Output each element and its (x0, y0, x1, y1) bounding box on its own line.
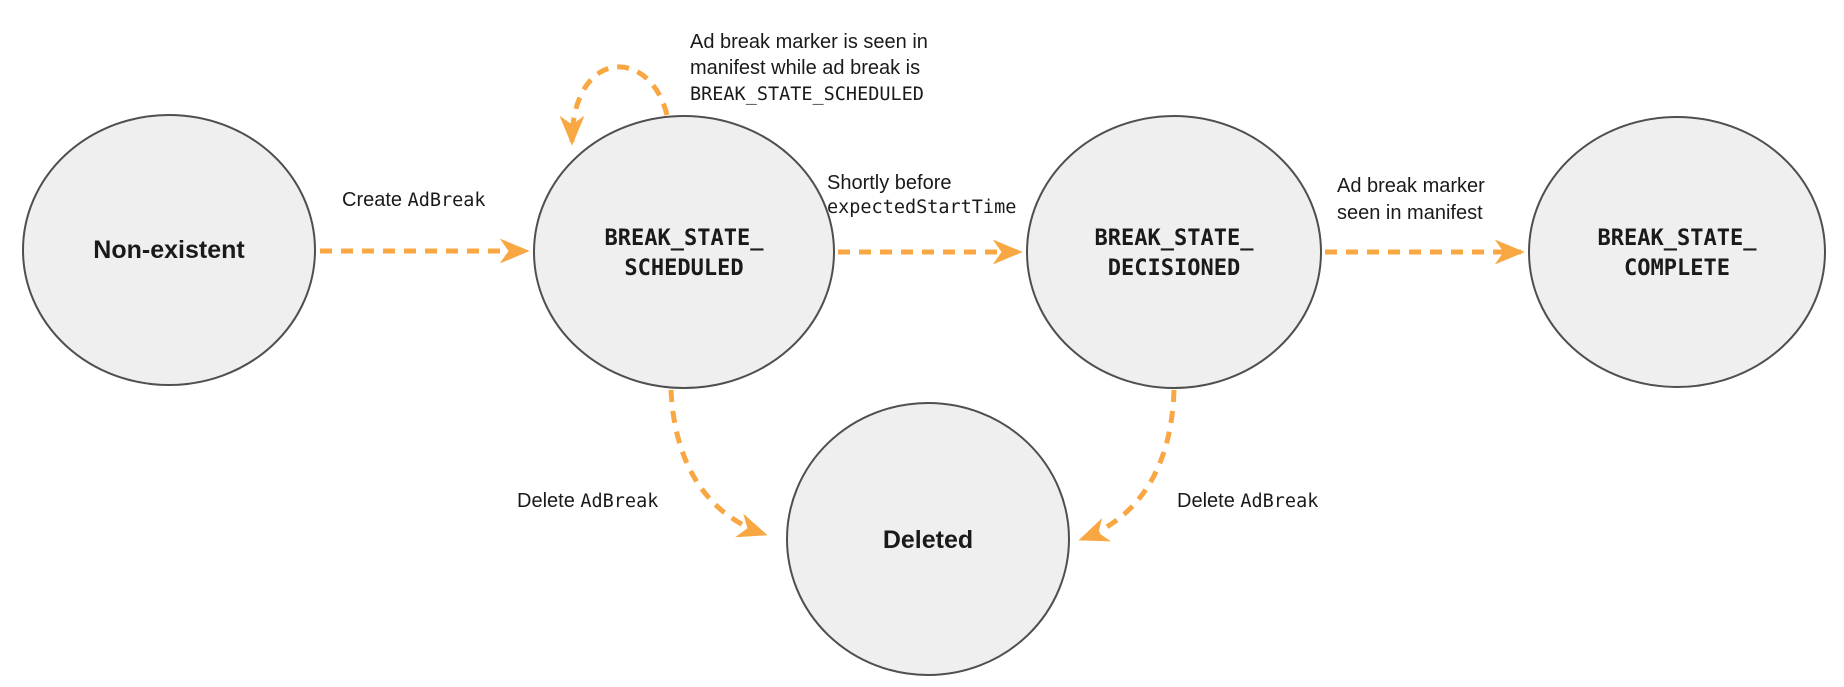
state-node-break-state-decisioned: BREAK_STATE_ DECISIONED (1026, 115, 1322, 389)
state-circle-deleted (786, 402, 1070, 676)
state-circle-break-state-decisioned (1026, 115, 1322, 389)
edge-label-marker-seen: Ad break marker seen in manifest (1337, 175, 1485, 224)
state-circle-break-state-complete (1528, 116, 1826, 388)
state-label-non-existent: Non-existent (93, 236, 245, 264)
state-label-break-state-decisioned-line1: BREAK_STATE_ (1095, 226, 1255, 251)
edge-label-delete-adbreak-right: Delete AdBreak (1177, 490, 1318, 512)
state-circle-non-existent (22, 114, 316, 386)
edge-label-delete-left-code: AdBreak (580, 491, 658, 512)
state-node-deleted: Deleted (786, 402, 1070, 676)
state-label-break-state-scheduled-line2: SCHEDULED (624, 256, 743, 281)
edge-label-self-loop-line1: Ad break marker is seen in (690, 31, 928, 53)
edge-delete-from-decisioned-arrow (1078, 389, 1177, 542)
state-node-break-state-complete: BREAK_STATE_ COMPLETE (1528, 116, 1826, 388)
edge-label-self-loop: Ad break marker is seen in manifest whil… (690, 31, 928, 105)
edge-label-shortly-before-text: Shortly before (827, 172, 952, 194)
state-label-break-state-scheduled-line1: BREAK_STATE_ (605, 226, 765, 251)
state-label-break-state-complete-line2: COMPLETE (1624, 256, 1730, 281)
edge-label-delete-right-text: Delete (1177, 490, 1240, 512)
edge-label-create-text: Create (342, 189, 408, 211)
edge-label-marker-seen-line1: Ad break marker (1337, 175, 1485, 197)
edge-self-loop-arrow (559, 64, 670, 146)
state-label-break-state-decisioned-line2: DECISIONED (1108, 256, 1240, 281)
edge-delete-from-scheduled-arrow (668, 389, 768, 538)
edge-label-shortly-before-code: expectedStartTime (827, 197, 1016, 218)
edge-label-delete-adbreak-left: Delete AdBreak (517, 490, 658, 512)
edge-labels: Create AdBreak Ad break marker is seen i… (342, 31, 1485, 512)
state-label-break-state-complete-line1: BREAK_STATE_ (1598, 226, 1758, 251)
edges (320, 64, 1525, 542)
edge-label-self-loop-line2: manifest while ad break is (690, 57, 920, 79)
state-node-non-existent: Non-existent (22, 114, 316, 386)
edge-label-self-loop-code: BREAK_STATE_SCHEDULED (690, 84, 924, 105)
state-label-deleted: Deleted (883, 526, 973, 554)
edge-label-shortly-before: Shortly before expectedStartTime (827, 172, 1016, 218)
edge-label-marker-seen-line2: seen in manifest (1337, 202, 1483, 224)
edge-label-delete-left-text: Delete (517, 490, 580, 512)
edge-label-create-code: AdBreak (408, 190, 486, 211)
state-circle-break-state-scheduled (533, 115, 835, 389)
edge-label-delete-right-code: AdBreak (1240, 491, 1318, 512)
edge-label-create-adbreak: Create AdBreak (342, 189, 486, 211)
state-node-break-state-scheduled: BREAK_STATE_ SCHEDULED (533, 115, 835, 389)
